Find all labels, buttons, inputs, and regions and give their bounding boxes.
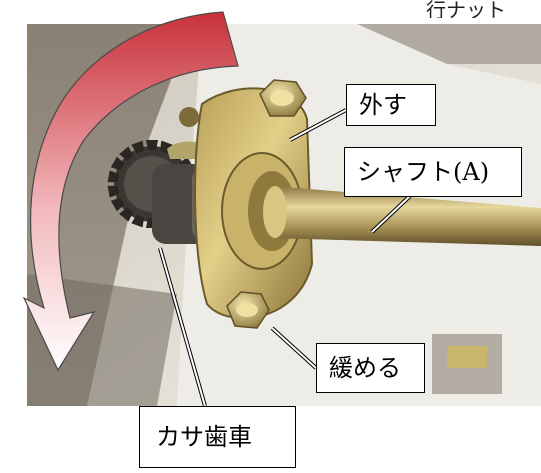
- label-bevel-gear: カサ歯車: [139, 406, 296, 468]
- label-remove: 外す: [346, 84, 436, 126]
- label-loosen: 緩める: [316, 343, 425, 393]
- header-partial-text: 行ナット: [426, 0, 506, 18]
- label-shaft: シャフト(A): [344, 147, 522, 197]
- mechanism-photo: [27, 24, 541, 406]
